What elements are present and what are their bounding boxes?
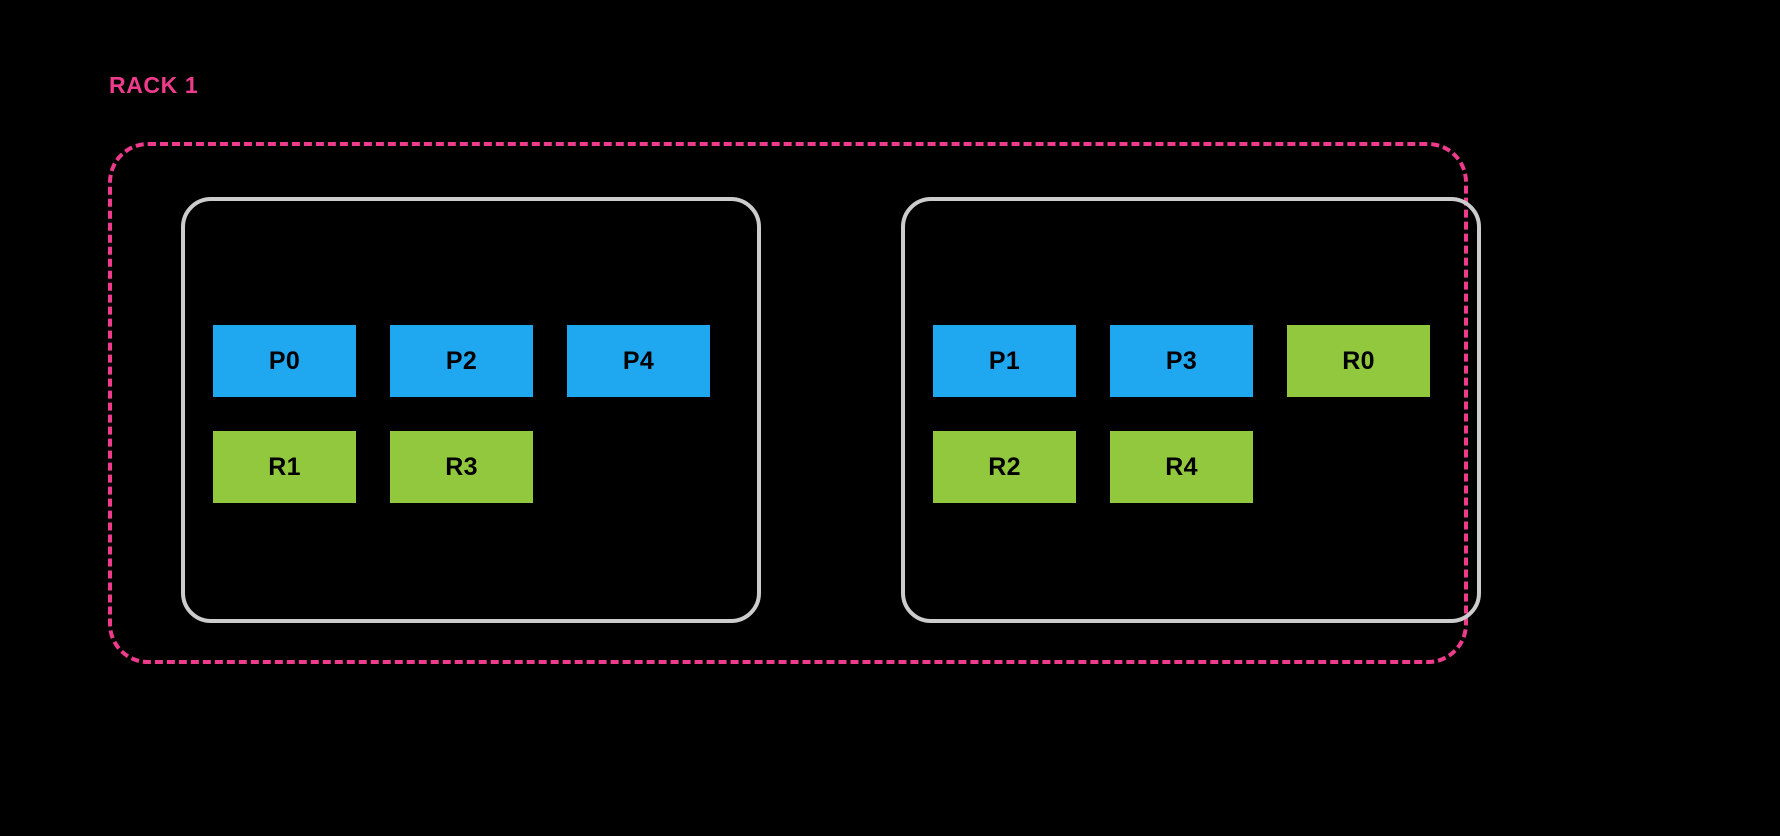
unit-box-empty [1287, 431, 1430, 503]
unit-label: P1 [988, 346, 1021, 375]
unit-box-r0: R0 [1287, 325, 1430, 397]
unit-box-p0: P0 [213, 325, 356, 397]
unit-box-p4: P4 [567, 325, 710, 397]
node-row: R1 R3 [213, 431, 710, 503]
unit-box-empty [567, 431, 710, 503]
node-grid-right: P1 P3 R0 R2 R4 [933, 325, 1430, 503]
unit-box-p3: P3 [1110, 325, 1253, 397]
unit-box-r2: R2 [933, 431, 1076, 503]
unit-label: P0 [268, 346, 301, 375]
unit-label: R1 [268, 452, 301, 481]
node-panel-left: P0 P2 P4 R1 R3 [181, 197, 761, 623]
unit-label: R3 [445, 452, 478, 481]
node-grid-left: P0 P2 P4 R1 R3 [213, 325, 710, 503]
unit-label: R4 [1165, 452, 1198, 481]
unit-label: R0 [1342, 346, 1375, 375]
unit-box-p2: P2 [390, 325, 533, 397]
rack-label: RACK 1 [109, 72, 199, 98]
unit-label: P2 [445, 346, 478, 375]
unit-box-r1: R1 [213, 431, 356, 503]
rack-boundary [108, 142, 1468, 664]
node-panel-right: P1 P3 R0 R2 R4 [901, 197, 1481, 623]
node-row: P1 P3 R0 [933, 325, 1430, 397]
node-row: P0 P2 P4 [213, 325, 710, 397]
node-row: R2 R4 [933, 431, 1430, 503]
unit-box-r4: R4 [1110, 431, 1253, 503]
unit-label: P4 [622, 346, 655, 375]
unit-box-r3: R3 [390, 431, 533, 503]
unit-label: P3 [1165, 346, 1198, 375]
unit-box-p1: P1 [933, 325, 1076, 397]
unit-label: R2 [988, 452, 1021, 481]
